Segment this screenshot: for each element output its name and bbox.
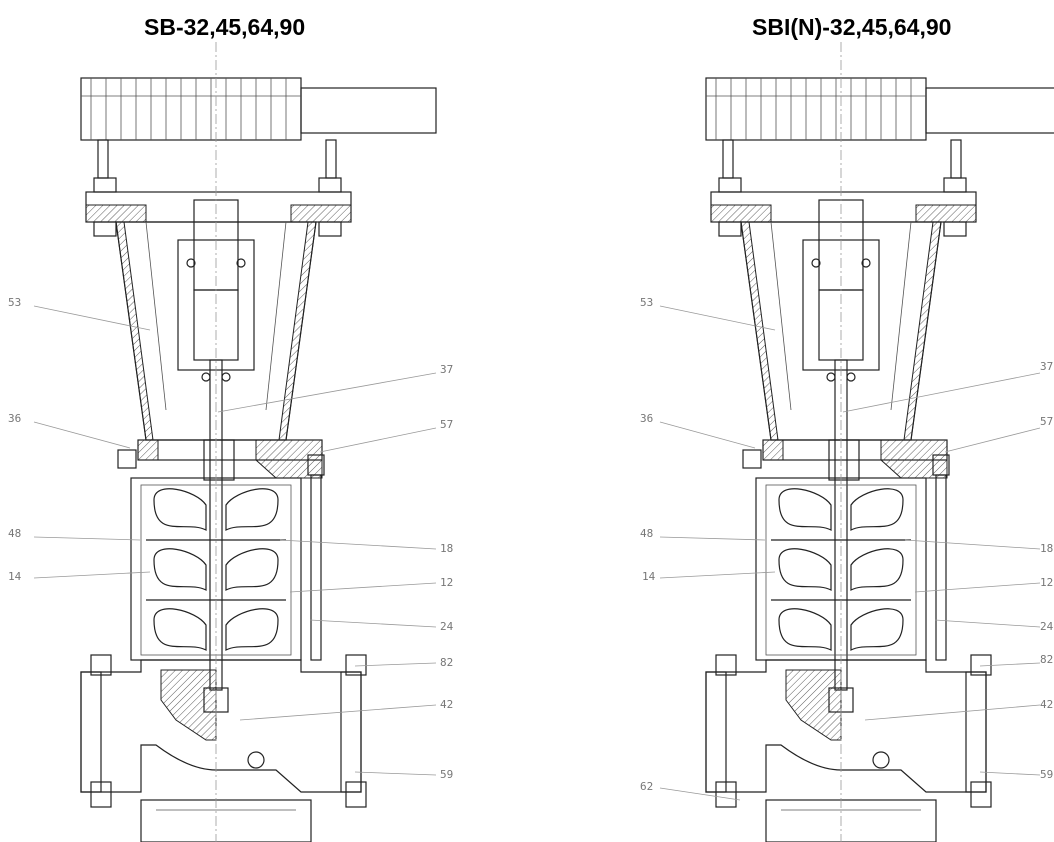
- pump-sb-drawing: [80, 41, 437, 842]
- callout-label: 37: [440, 363, 453, 376]
- right-callouts: 53 36 48 14 62 37 57 18 12 24 82 42 59: [640, 296, 1054, 793]
- callout-label: 14: [642, 570, 656, 583]
- left-callouts: 53 36 48 14 37 57 18 12 24 82 42 59: [8, 296, 454, 781]
- callout-label: 42: [1040, 698, 1053, 711]
- callout-label: 18: [440, 542, 453, 555]
- callout-label: 24: [1040, 620, 1054, 633]
- pump-sbi-drawing: [705, 41, 1054, 842]
- callout-label: 53: [640, 296, 653, 309]
- drawing-title-right: SBI(N)-32,45,64,90: [752, 14, 952, 40]
- callout-label: 57: [440, 418, 453, 431]
- callout-label: 48: [640, 527, 653, 540]
- callout-label: 59: [440, 768, 453, 781]
- callout-label: 57: [1040, 415, 1053, 428]
- callout-label: 12: [1040, 576, 1053, 589]
- callout-label: 82: [1040, 653, 1053, 666]
- right-leader-lines: [659, 305, 1041, 801]
- callout-label: 37: [1040, 360, 1053, 373]
- callout-label: 53: [8, 296, 21, 309]
- callout-label: 18: [1040, 542, 1053, 555]
- callout-label: 82: [440, 656, 453, 669]
- callout-label: 62: [640, 780, 653, 793]
- callout-label: 36: [640, 412, 653, 425]
- callout-label: 48: [8, 527, 21, 540]
- callout-label: 59: [1040, 768, 1053, 781]
- callout-label: 42: [440, 698, 453, 711]
- callout-label: 36: [8, 412, 21, 425]
- callout-label: 12: [440, 576, 453, 589]
- callout-label: 24: [440, 620, 454, 633]
- callout-label: 14: [8, 570, 22, 583]
- drawing-title-left: SB-32,45,64,90: [144, 14, 306, 40]
- left-leader-lines: [33, 305, 437, 776]
